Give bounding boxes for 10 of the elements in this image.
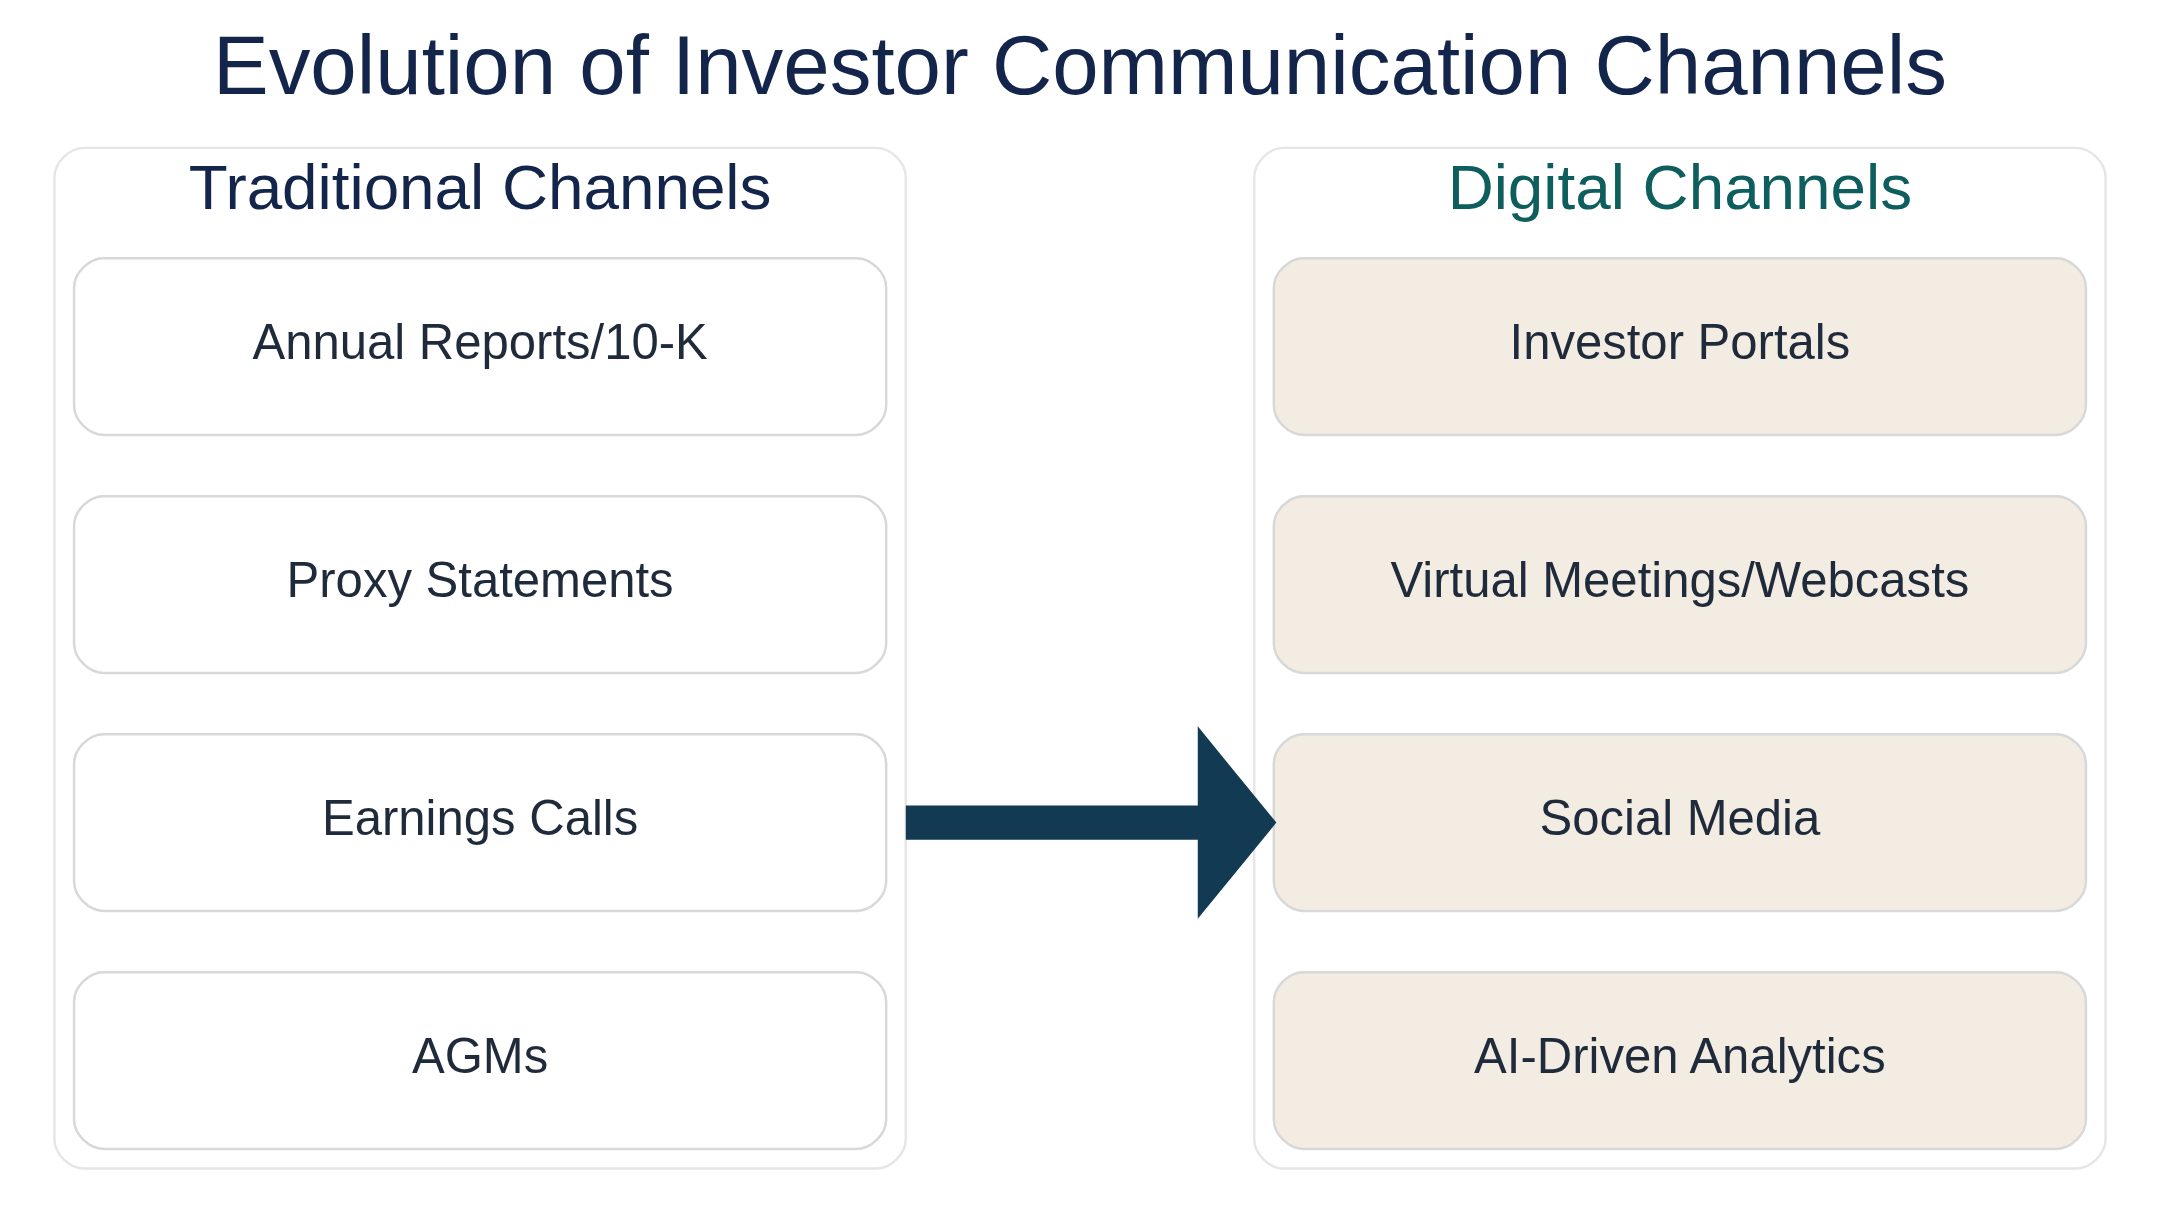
node-box: Annual Reports/10-K: [72, 257, 888, 437]
diagram-title: Evolution of Investor Communication Channels: [213, 18, 1947, 113]
node-box: Virtual Meetings/Webcasts: [1272, 495, 2088, 675]
node-box: Investor Portals: [1272, 257, 2088, 437]
node-box: AGMs: [72, 971, 888, 1151]
node-box: AI-Driven Analytics: [1272, 971, 2088, 1151]
node-box: Proxy Statements: [72, 495, 888, 675]
node-box: Social Media: [1272, 733, 2088, 913]
node-box: Earnings Calls: [72, 733, 888, 913]
arrow: [905, 726, 1277, 919]
